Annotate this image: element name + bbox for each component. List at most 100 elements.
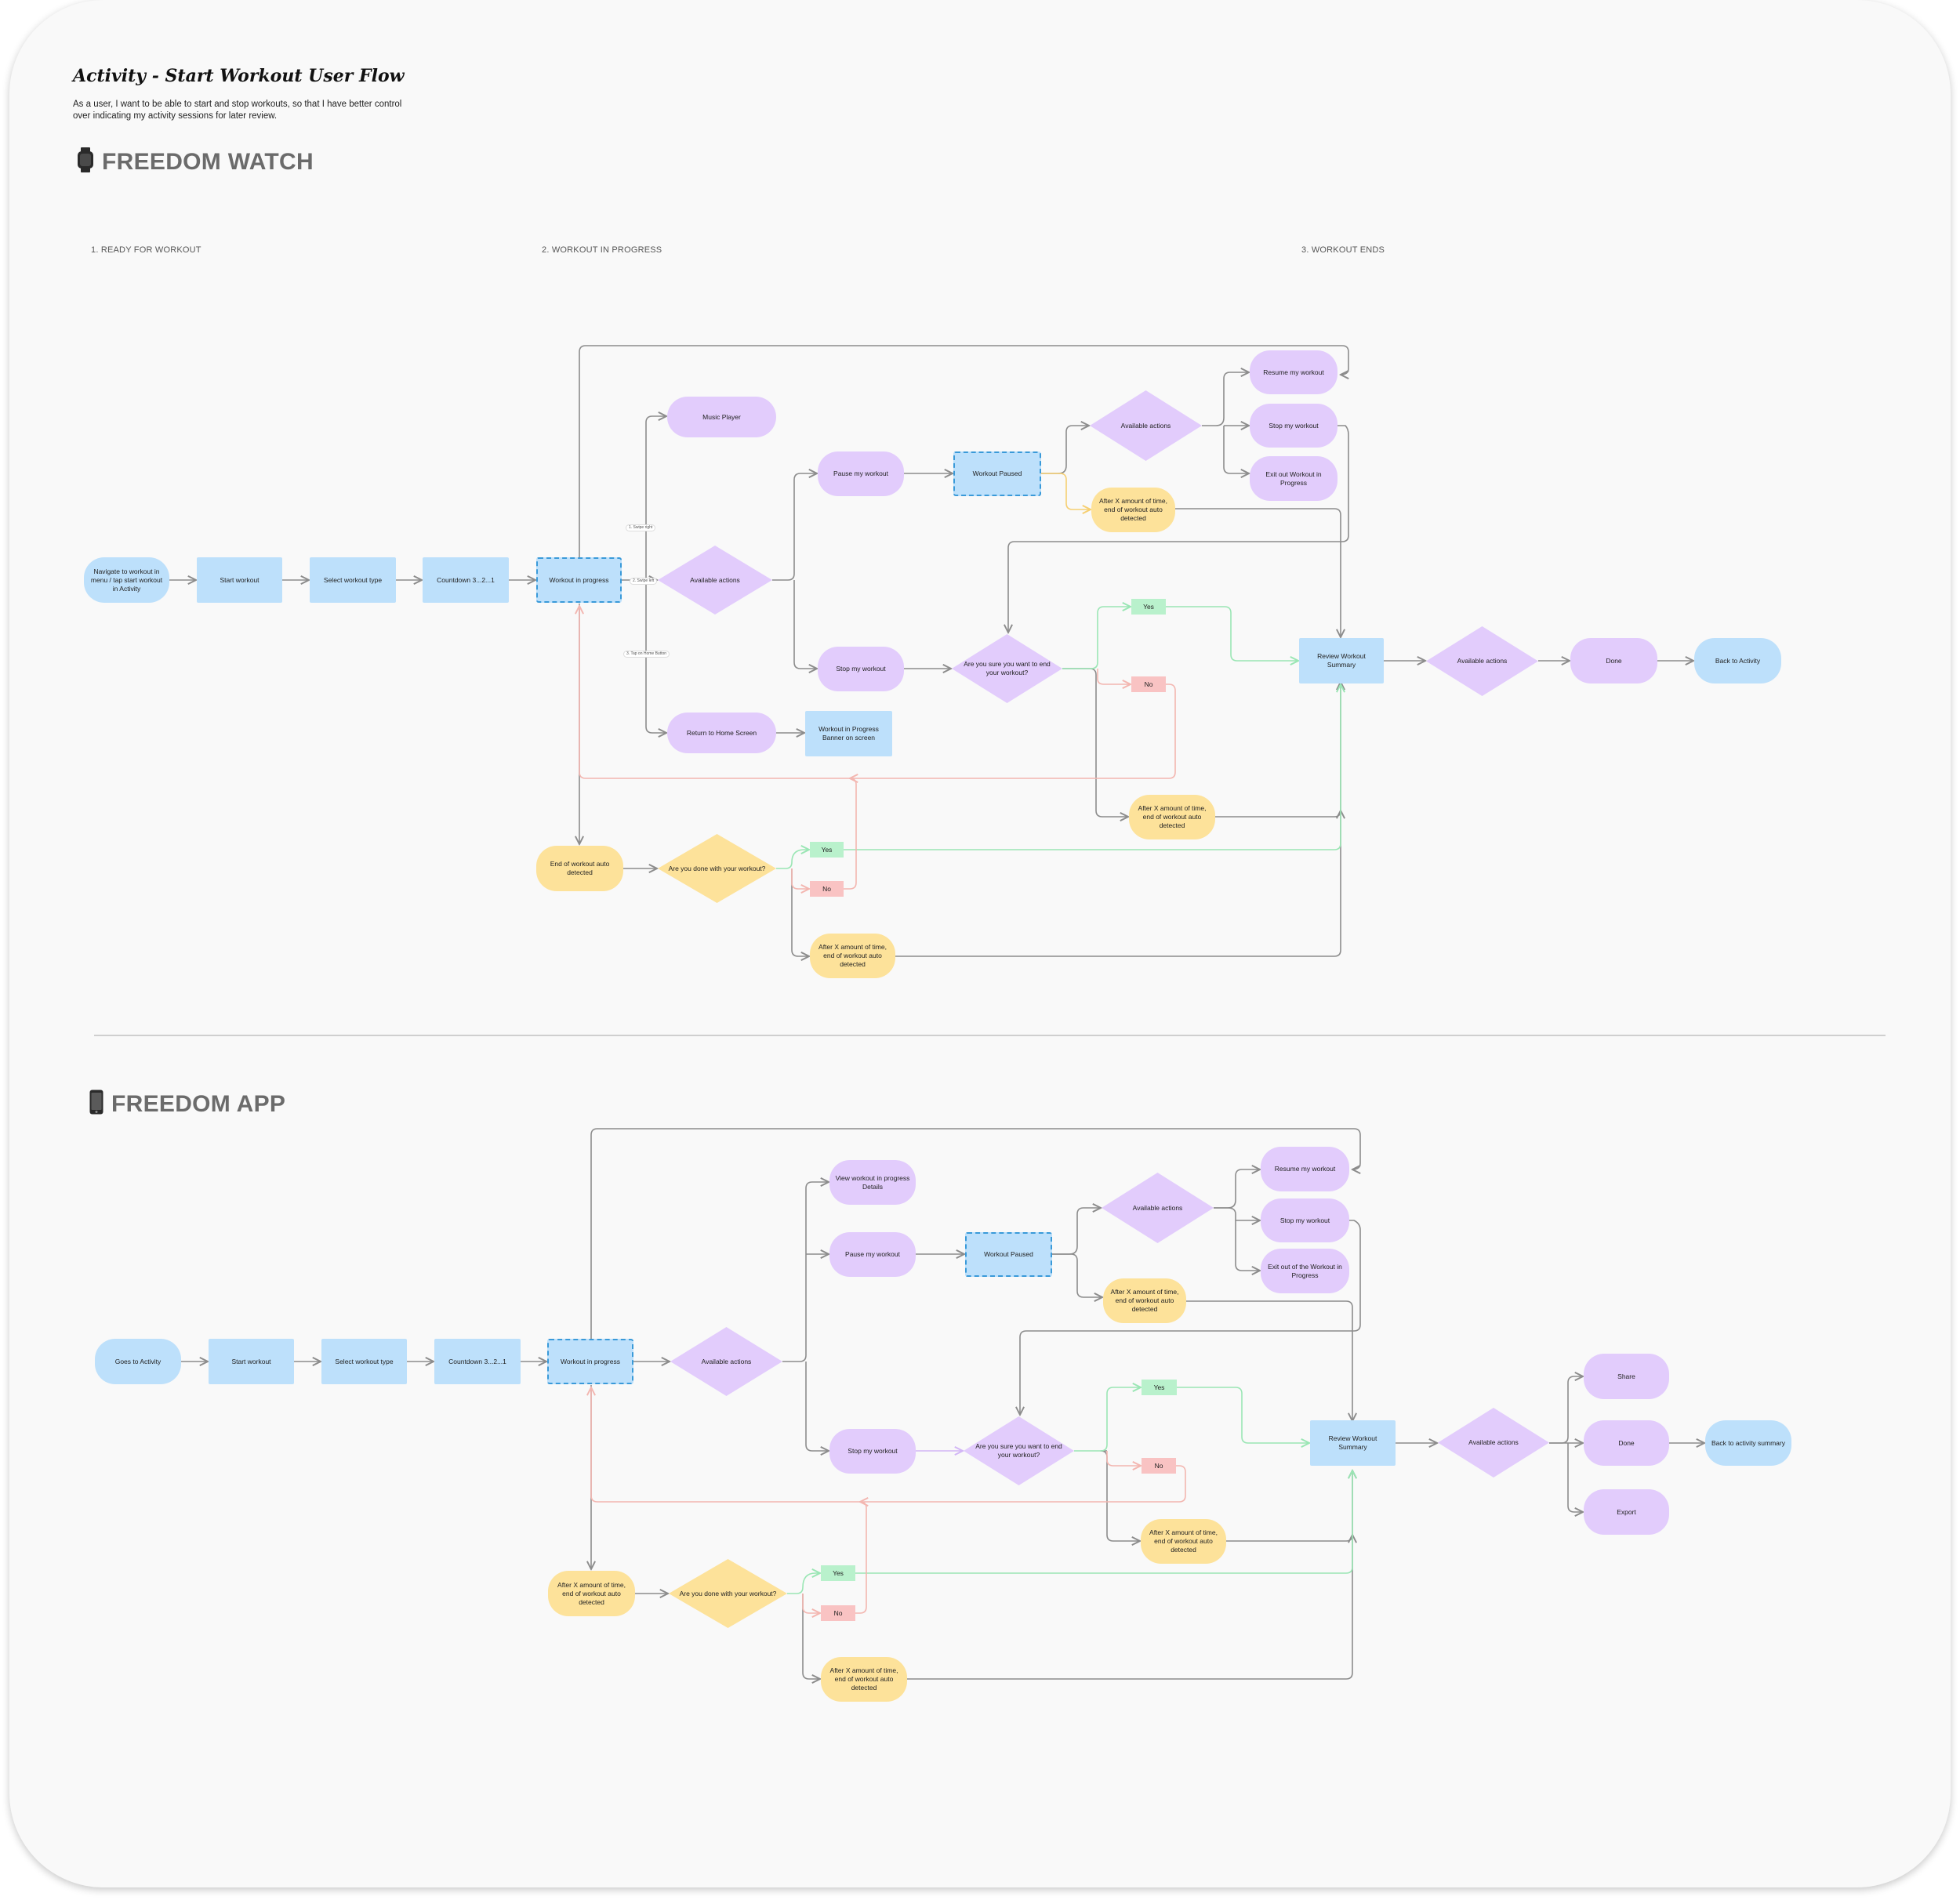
edge (802, 1594, 820, 1679)
yes-tag: Yes (821, 1565, 855, 1581)
edge (1226, 1535, 1352, 1541)
edge (791, 868, 809, 956)
edge (645, 580, 666, 733)
edge (1041, 473, 1091, 509)
edge (782, 1182, 829, 1362)
flow-node-exit: Exit out of the Workout in Progress (1261, 1249, 1349, 1293)
phase-label: 1. READY FOR WORKOUT (91, 245, 201, 255)
decision-available-actions: Available actions (1090, 390, 1202, 461)
decision-available-actions: Available actions (670, 1327, 782, 1396)
edge-label: 2. Swipe left (630, 578, 658, 585)
edge-label: 1. Swipe right (626, 524, 656, 531)
flow-node-review-summary: Review Workout Summary (1310, 1420, 1396, 1466)
edge (776, 850, 809, 869)
edge (844, 684, 1341, 850)
yes-tag: Yes (1142, 1380, 1177, 1395)
edge (1549, 1376, 1583, 1444)
flow-node-in-progress: Workout in progress (536, 557, 622, 603)
flow-node-return-home: Return to Home Screen (667, 712, 776, 753)
edge (591, 1387, 1186, 1503)
edge (1177, 1387, 1309, 1443)
decision-done-workout: Are you done with your workout? (669, 1559, 787, 1628)
edge (1100, 1450, 1140, 1541)
edge (805, 1362, 829, 1451)
edge (787, 1573, 820, 1594)
flow-node-share: Share (1584, 1354, 1669, 1399)
flow-node-pause: Pause my workout (829, 1232, 916, 1277)
no-tag: No (1142, 1458, 1176, 1474)
flow-node-workout-paused: Workout Paused (965, 1232, 1052, 1277)
flow-node-music-player: Music Player (667, 397, 776, 437)
decision-confirm-end: Are you sure you want to end your workou… (964, 1416, 1074, 1485)
decision-available-actions: Available actions (1102, 1173, 1214, 1243)
flow-node-exit: Exit out Workout in Progress (1250, 456, 1338, 501)
edge (1097, 669, 1131, 684)
edge (1062, 607, 1131, 669)
edge (1567, 1443, 1583, 1512)
edge (855, 1502, 866, 1614)
flow-node-resume: Resume my workout (1261, 1147, 1349, 1191)
edge (855, 1470, 1352, 1574)
edge (791, 868, 809, 889)
edge (579, 606, 1176, 779)
edge (1235, 1220, 1260, 1271)
flow-node-stop: Stop my workout (829, 1429, 916, 1474)
decision-confirm-end: Are you sure you want to end your workou… (952, 634, 1062, 703)
edge (844, 778, 856, 890)
phone-icon (89, 1090, 103, 1115)
flow-node-back-to-summary: Back to activity summary (1705, 1420, 1791, 1466)
edge (1052, 1208, 1101, 1255)
watch-section-title: FREEDOM WATCH (77, 147, 314, 176)
no-tag: No (1131, 676, 1166, 692)
edge (1052, 1253, 1102, 1297)
flow-node-done: Done (1584, 1420, 1669, 1466)
flow-node-pause: Pause my workout (818, 451, 904, 496)
flow-node-auto-detected: After X amount of time, end of workout a… (1103, 1278, 1186, 1323)
edge (1166, 606, 1298, 661)
flow-node-auto-detected: After X amount of time, end of workout a… (1141, 1519, 1226, 1564)
flow-node-stop: Stop my workout (1250, 404, 1338, 448)
edge (907, 1470, 1352, 1680)
edge (802, 1594, 820, 1613)
flow-node-auto-detected: After X amount of time, end of workout a… (548, 1571, 635, 1616)
flow-node-auto-detected: After X amount of time, end of workout a… (810, 934, 895, 978)
edge (1215, 810, 1341, 817)
edge (579, 345, 1349, 558)
edge (1186, 1300, 1352, 1421)
flow-node-select-type: Select workout type (310, 557, 396, 603)
section-title-text: FREEDOM WATCH (102, 149, 314, 175)
flow-node-select-type: Select workout type (321, 1339, 407, 1384)
edge (1008, 425, 1349, 633)
edge (1074, 1387, 1141, 1452)
edge (793, 580, 817, 669)
edge (590, 1128, 1361, 1340)
flow-node-resume: Resume my workout (1250, 350, 1338, 394)
edge-label: 3. Tap on Home Button (623, 651, 670, 658)
flow-node-done: Done (1570, 638, 1657, 683)
decision-done-workout: Are you done with your workout? (658, 834, 776, 903)
phase-label: 3. WORKOUT ENDS (1301, 245, 1385, 255)
flow-node-view-details: View workout in progress Details (829, 1160, 916, 1205)
edge (1062, 668, 1128, 817)
page-title: Activity - Start Workout User Flow (73, 66, 405, 86)
edge (1214, 1207, 1260, 1220)
no-tag: No (821, 1605, 855, 1621)
flow-node-start-workout: Start workout (209, 1339, 294, 1384)
flow-node-start-workout: Start workout (197, 557, 282, 603)
edge (1175, 508, 1341, 637)
yes-tag: Yes (1131, 599, 1166, 615)
app-section-title: FREEDOM APP (89, 1090, 285, 1118)
decision-available-actions: Available actions (658, 546, 772, 615)
flow-node-review-summary: Review Workout Summary (1299, 638, 1384, 683)
edge (1214, 1169, 1260, 1209)
flow-node-in-progress: Workout in progress (547, 1339, 633, 1384)
flow-node-auto-detected: After X amount of time, end of workout a… (1091, 488, 1175, 532)
flow-node-navigate: Navigate to workout in menu / tap start … (84, 557, 169, 603)
edge (1041, 426, 1089, 474)
flow-node-export: Export (1584, 1489, 1669, 1535)
decision-available-actions: Available actions (1438, 1408, 1549, 1478)
edge (645, 416, 666, 580)
edge (1223, 426, 1249, 473)
flow-node-back-to-activity: Back to Activity (1694, 638, 1781, 683)
